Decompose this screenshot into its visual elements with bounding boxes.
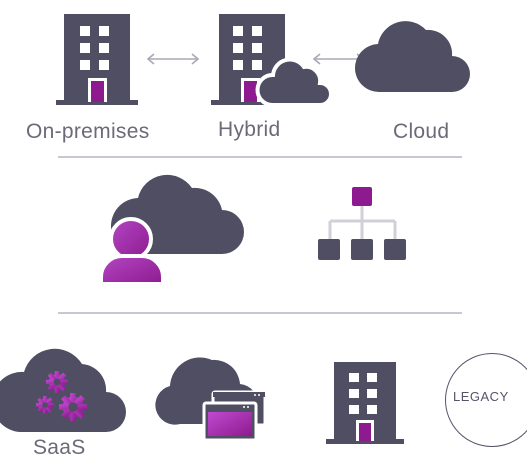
label-saas: SaaS <box>33 436 86 459</box>
label-cloud: Cloud <box>393 120 450 143</box>
cloud-user-icon <box>99 174 244 286</box>
cloud-icon <box>354 21 470 93</box>
bidirectional-arrow-icon <box>146 53 200 65</box>
building-icon <box>326 362 404 444</box>
building-cloud-icon <box>211 14 333 107</box>
building-icon <box>56 14 138 105</box>
legacy-badge <box>445 353 527 447</box>
cloud-windows-icon <box>155 357 267 442</box>
cloud-gears-icon <box>0 348 126 432</box>
org-chart-icon <box>318 187 406 260</box>
label-on-premises: On-premises <box>26 120 150 143</box>
label-hybrid: Hybrid <box>218 118 281 141</box>
legacy-label: LEGACY <box>453 389 509 404</box>
